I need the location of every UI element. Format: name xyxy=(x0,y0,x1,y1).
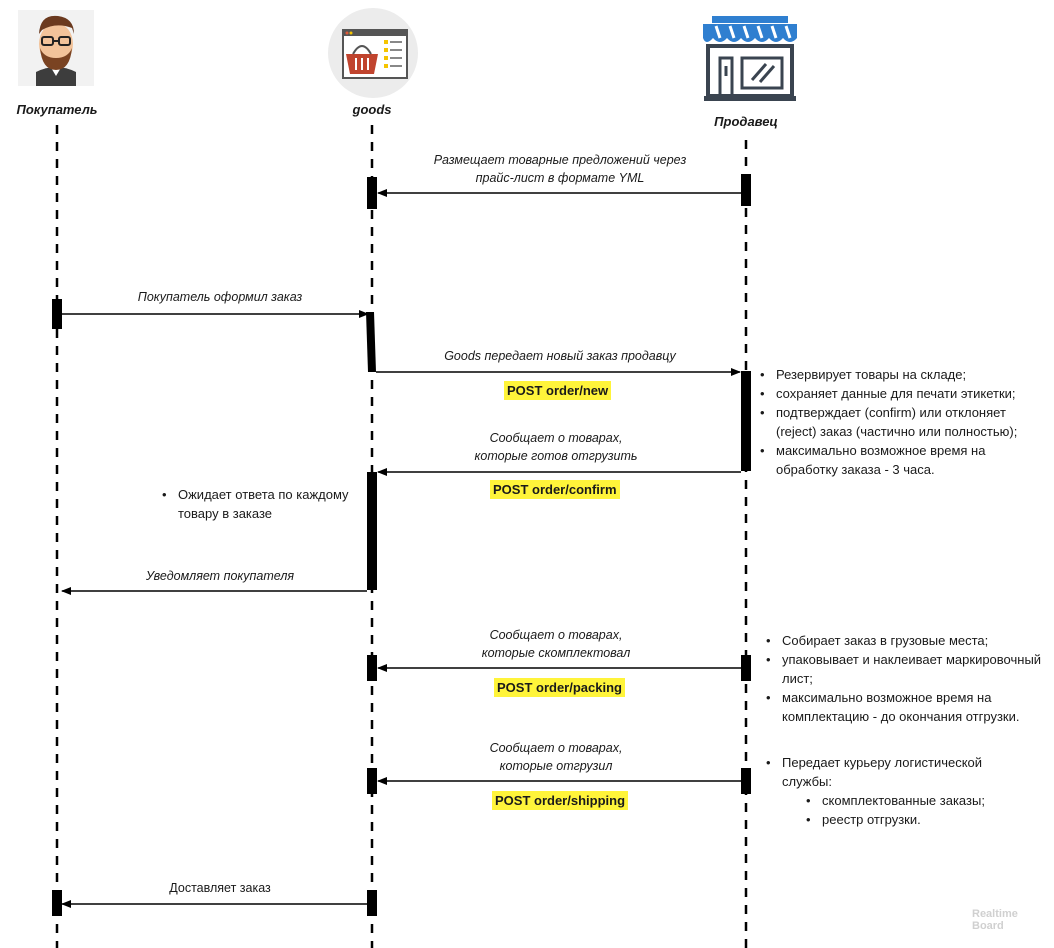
activation-goods-2 xyxy=(366,312,376,372)
activation-goods-5 xyxy=(367,768,377,794)
msg-packing-line1: Сообщает о товарах, xyxy=(489,628,623,642)
seller-store-icon xyxy=(703,16,797,101)
note-item: максимально возможное время на обработку… xyxy=(758,441,1043,479)
note-subitem: скомплектованные заказы; xyxy=(764,791,1044,810)
note-seller-new-order: Резервирует товары на складе; сохраняет … xyxy=(758,365,1043,479)
realtimeboard-watermark: Realtime Board xyxy=(972,908,1018,932)
activation-buyer-1 xyxy=(52,299,62,329)
activation-goods-1 xyxy=(367,177,377,209)
msg-packing-line2: которые скомплектовал xyxy=(481,646,631,660)
note-item: сохраняет данные для печати этикетки; xyxy=(758,384,1043,403)
watermark-line2: Board xyxy=(972,920,1004,932)
note-item: Резервирует товары на складе; xyxy=(758,365,1043,384)
activation-goods-4 xyxy=(367,655,377,681)
buyer-avatar-icon xyxy=(18,10,94,86)
note-item: Передает курьеру логистической службы: xyxy=(764,753,1044,791)
msg-confirm-line1: Сообщает о товарах, xyxy=(489,431,623,445)
activation-seller-3 xyxy=(741,655,751,681)
goods-label: goods xyxy=(352,102,392,117)
watermark-line1: Realtime xyxy=(972,908,1018,920)
msg-yml: Размещает товарные предложений через пра… xyxy=(410,151,710,187)
api-order-confirm: POST order/confirm xyxy=(490,480,620,499)
seller-label: Продавец xyxy=(714,114,778,129)
note-goods-wait: Ожидает ответа по каждому товару в заказ… xyxy=(160,485,360,523)
msg-order-placed: Покупатель оформил заказ xyxy=(137,290,303,304)
api-order-new: POST order/new xyxy=(504,381,612,400)
activation-goods-6 xyxy=(367,890,377,916)
msg-yml-line2: прайс-лист в формате YML xyxy=(475,171,645,185)
msg-notify-buyer: Уведомляет покупателя xyxy=(145,569,295,583)
note-item: подтверждает (confirm) или отклоняет (re… xyxy=(758,403,1043,441)
msg-shipping-line1: Сообщает о товарах, xyxy=(489,741,623,755)
activation-seller-4 xyxy=(741,768,751,794)
api-order-packing: POST order/packing xyxy=(494,678,625,697)
msg-new-order: Goods передает новый заказ продавцу xyxy=(444,349,676,363)
note-seller-packing: Собирает заказ в грузовые места; упаковы… xyxy=(764,631,1044,726)
note-item: Ожидает ответа по каждому товару в заказ… xyxy=(160,485,360,523)
activation-buyer-2 xyxy=(52,890,62,916)
msg-deliver: Доставляет заказ xyxy=(169,881,271,895)
activation-seller-2 xyxy=(741,371,751,471)
buyer-label: Покупатель xyxy=(16,102,98,117)
activation-goods-3 xyxy=(367,472,377,590)
note-item: максимально возможное время на комплекта… xyxy=(764,688,1044,726)
activation-seller-1 xyxy=(741,174,751,206)
note-item: упаковывает и наклеивает маркировочный л… xyxy=(764,650,1044,688)
msg-yml-line1: Размещает товарные предложений через xyxy=(433,153,687,167)
goods-logo-icon xyxy=(328,8,418,98)
api-order-shipping: POST order/shipping xyxy=(492,791,629,810)
msg-confirm: Сообщает о товарах, которые готов отгруз… xyxy=(436,429,676,465)
msg-packing: Сообщает о товарах, которые скомплектова… xyxy=(446,626,666,662)
note-seller-shipping: Передает курьеру логистической службы: с… xyxy=(764,753,1044,829)
note-subitem: реестр отгрузки. xyxy=(764,810,1044,829)
note-item: Собирает заказ в грузовые места; xyxy=(764,631,1044,650)
msg-shipping: Сообщает о товарах, которые отгрузил xyxy=(446,739,666,775)
msg-shipping-line2: которые отгрузил xyxy=(499,759,613,773)
msg-confirm-line2: которые готов отгрузить xyxy=(474,449,638,463)
